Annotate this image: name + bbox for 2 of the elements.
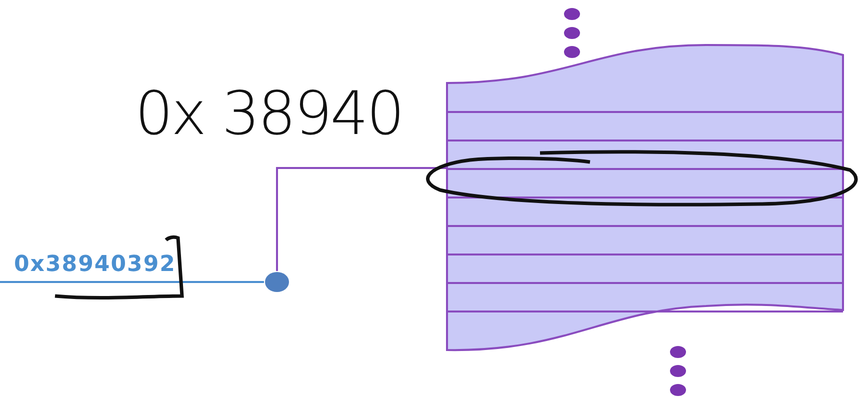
handwritten-note: 0x 38940	[135, 78, 403, 150]
address-label: 0x38940392	[14, 252, 176, 278]
